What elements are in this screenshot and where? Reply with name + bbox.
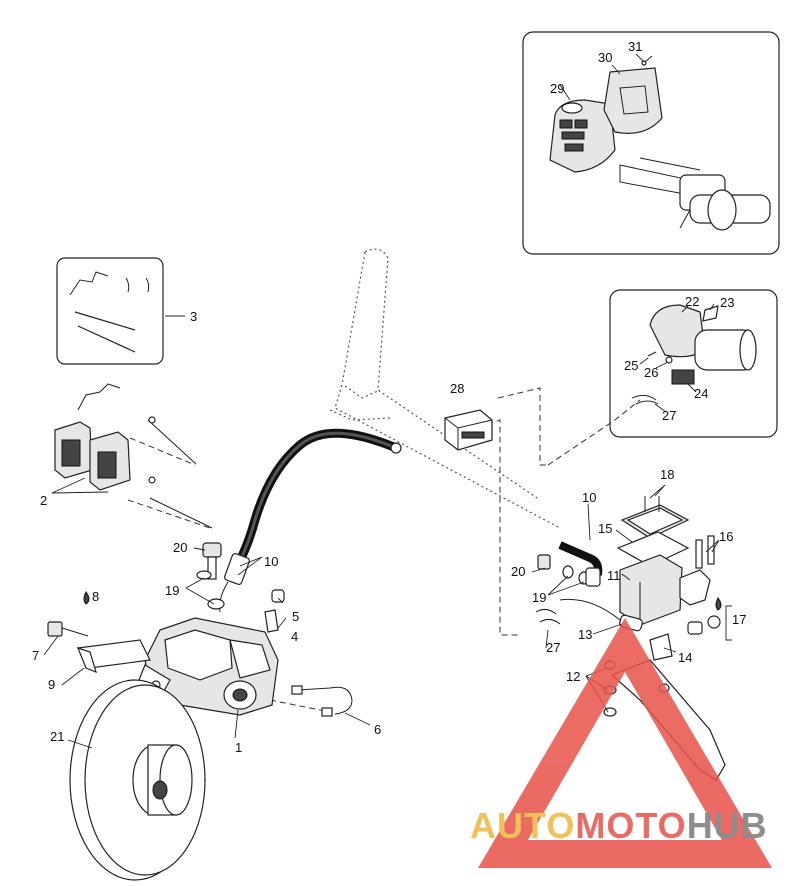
watermark-hub: HUB (687, 805, 768, 846)
callout-2: 2 (40, 493, 47, 508)
callout-19-right: 19 (532, 590, 546, 605)
callout-28: 28 (450, 381, 464, 396)
callout-20-right: 20 (511, 564, 525, 579)
inset-pad-hardware-kit (56, 257, 164, 365)
callout-20-left: 20 (173, 540, 187, 555)
brake-caliper (47, 589, 353, 717)
callout-30: 30 (598, 50, 612, 65)
callout-14: 14 (678, 650, 692, 665)
callout-31: 31 (628, 39, 642, 54)
callout-4: 4 (291, 629, 298, 644)
callout-29: 29 (550, 81, 564, 96)
brake-disc (69, 679, 206, 881)
callout-16: 16 (719, 529, 733, 544)
callout-27-right: 27 (662, 408, 676, 423)
brake-hose-left (219, 428, 402, 613)
handlebar-outline (329, 248, 561, 529)
callout-18: 18 (660, 467, 674, 482)
watermark-moto: MOTO (575, 805, 686, 846)
callout-12: 12 (566, 669, 580, 684)
callout-21: 21 (50, 729, 64, 744)
callout-labels: 1 2 3 4 5 6 7 8 9 10 10 11 12 13 14 15 1… (32, 39, 746, 755)
watermark-triangle (478, 618, 772, 868)
connector-28 (444, 409, 493, 451)
callout-8: 8 (92, 589, 99, 604)
inset-switch-housing (522, 31, 780, 255)
callout-23: 23 (720, 295, 734, 310)
watermark-text: AUTOMOTOHUB (470, 805, 768, 846)
callout-6: 6 (374, 722, 381, 737)
callout-5: 5 (292, 609, 299, 624)
brake-pads (54, 383, 213, 529)
callout-27-left: 27 (546, 640, 560, 655)
callout-15: 15 (598, 521, 612, 536)
callout-3: 3 (190, 309, 197, 324)
banjo-bolt-left (196, 542, 225, 610)
callout-26: 26 (644, 365, 658, 380)
callout-17: 17 (732, 612, 746, 627)
callout-22: 22 (685, 294, 699, 309)
callout-19-left: 19 (165, 583, 179, 598)
callout-13: 13 (578, 627, 592, 642)
callout-9: 9 (48, 677, 55, 692)
callout-11: 11 (607, 568, 621, 583)
callout-7: 7 (32, 648, 39, 663)
callout-24: 24 (694, 386, 708, 401)
callout-leader-lines (43, 53, 732, 749)
watermark-auto: AUTO (470, 805, 575, 846)
callout-10-left: 10 (264, 554, 278, 569)
inset-throttle-switch (609, 289, 778, 438)
callout-10-right: 10 (582, 490, 596, 505)
callout-25: 25 (624, 358, 638, 373)
callout-1: 1 (235, 740, 242, 755)
automotohub-watermark: AUTOMOTOHUB (470, 618, 772, 868)
